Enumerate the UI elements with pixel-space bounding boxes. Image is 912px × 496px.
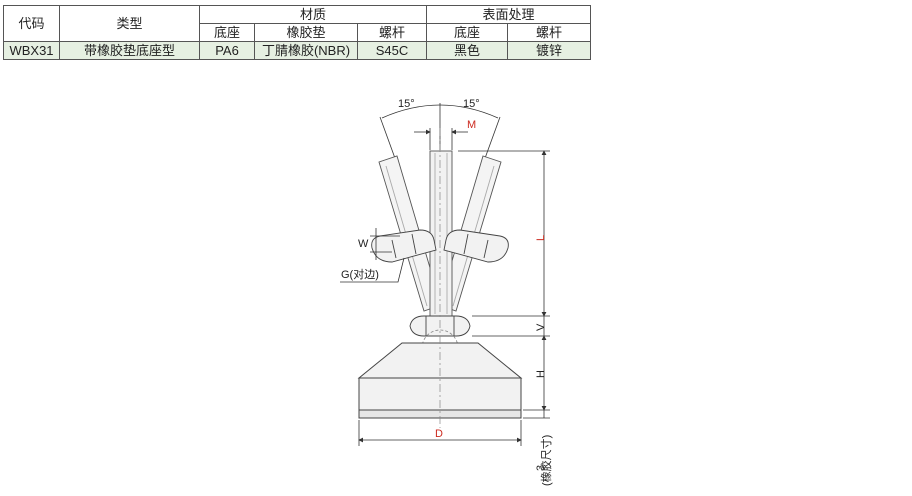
dim-3 bbox=[523, 410, 550, 419]
angle-right-label: 15° bbox=[463, 98, 480, 110]
table-row: WBX31 带橡胶垫底座型 PA6 丁腈橡胶(NBR) S45C 黑色 镀锌 bbox=[3, 41, 591, 60]
cell-type: 带橡胶垫底座型 bbox=[59, 41, 200, 60]
dim-g-leader bbox=[340, 257, 405, 283]
cell-bolt-finish: 镀锌 bbox=[507, 41, 591, 60]
left-hex-nut bbox=[371, 229, 437, 263]
dim-3-label: 3 bbox=[535, 465, 547, 471]
base-body bbox=[357, 342, 523, 419]
dim-v bbox=[472, 316, 550, 337]
spec-table: 代码 类型 材质 表面处理 底座 橡胶垫 螺杆 底座 螺杆 WBX31 带橡胶垫… bbox=[3, 5, 591, 60]
cell-base-finish: 黑色 bbox=[426, 41, 508, 60]
dim-l-label: L bbox=[535, 235, 547, 241]
dim-w-label: W bbox=[358, 238, 369, 250]
cell-code: WBX31 bbox=[3, 41, 60, 60]
dim-h-label: H bbox=[535, 370, 547, 378]
cell-base-material: PA6 bbox=[199, 41, 255, 60]
dim-m-label: M bbox=[467, 119, 476, 131]
subheader-bolt-finish: 螺杆 bbox=[507, 23, 591, 42]
cell-bolt-material: S45C bbox=[357, 41, 427, 60]
subheader-base-material: 底座 bbox=[199, 23, 255, 42]
header-surface: 表面处理 bbox=[426, 5, 591, 24]
angle-left-label: 15° bbox=[398, 98, 415, 110]
dim-l bbox=[458, 150, 550, 317]
dim-g-label: G(对边) bbox=[341, 267, 379, 281]
dim-3-note: (橡胶尺寸) bbox=[539, 435, 553, 486]
dim-d-label: D bbox=[435, 428, 443, 440]
dim-d bbox=[358, 420, 522, 446]
right-hex-nut bbox=[443, 229, 509, 263]
header-code: 代码 bbox=[3, 5, 60, 42]
dim-w bbox=[370, 228, 400, 260]
dim-v-label: V bbox=[535, 323, 547, 331]
dim-h bbox=[523, 335, 550, 411]
subheader-pad-material: 橡胶垫 bbox=[254, 23, 358, 42]
dim-m bbox=[414, 128, 468, 150]
header-material: 材质 bbox=[199, 5, 427, 24]
